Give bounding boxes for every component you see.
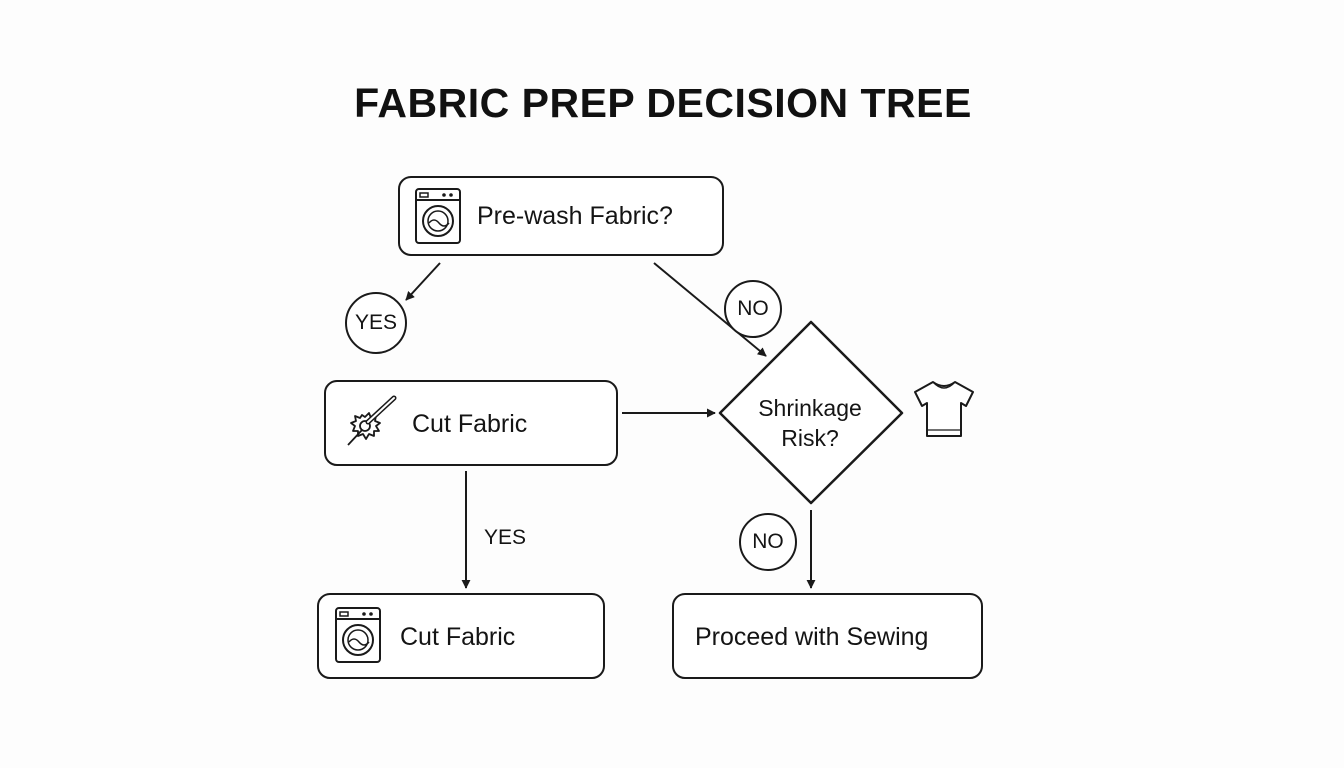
edge-prewash-to-yes [405, 262, 441, 301]
diagram-title: FABRIC PREP DECISION TREE [354, 80, 972, 126]
edge-label-prewash-yes: YES [345, 292, 407, 354]
edge-prewash-to-shrinkage [653, 262, 767, 357]
node-proceed-label: Proceed with Sewing [695, 623, 929, 651]
shrinkage-diamond [718, 320, 904, 505]
node-prewash: Pre-wash Fabric? [398, 176, 724, 256]
node-shrinkage: Shrinkage Risk? [720, 393, 900, 453]
edge-label-prewash-no: NO [724, 280, 782, 338]
node-prewash-label: Pre-wash Fabric? [477, 202, 673, 230]
node-cut-fabric-bottom: Cut Fabric [317, 593, 605, 679]
node-shrinkage-line2: Risk? [781, 425, 839, 451]
washing-machine-icon [414, 187, 462, 250]
edge-label-shrinkage-no: NO [739, 513, 797, 571]
node-cut-fabric-bottom-label: Cut Fabric [400, 623, 516, 651]
saw-blade-icon [342, 391, 402, 460]
edge-label-cut-yes: YES [484, 526, 527, 549]
node-shrinkage-line1: Shrinkage [758, 395, 862, 421]
node-cut-fabric-top: Cut Fabric [324, 380, 618, 466]
washing-machine-icon [334, 606, 382, 669]
node-cut-fabric-top-label: Cut Fabric [412, 410, 528, 438]
node-proceed: Proceed with Sewing [672, 593, 983, 679]
t-shirt-icon [909, 378, 979, 445]
